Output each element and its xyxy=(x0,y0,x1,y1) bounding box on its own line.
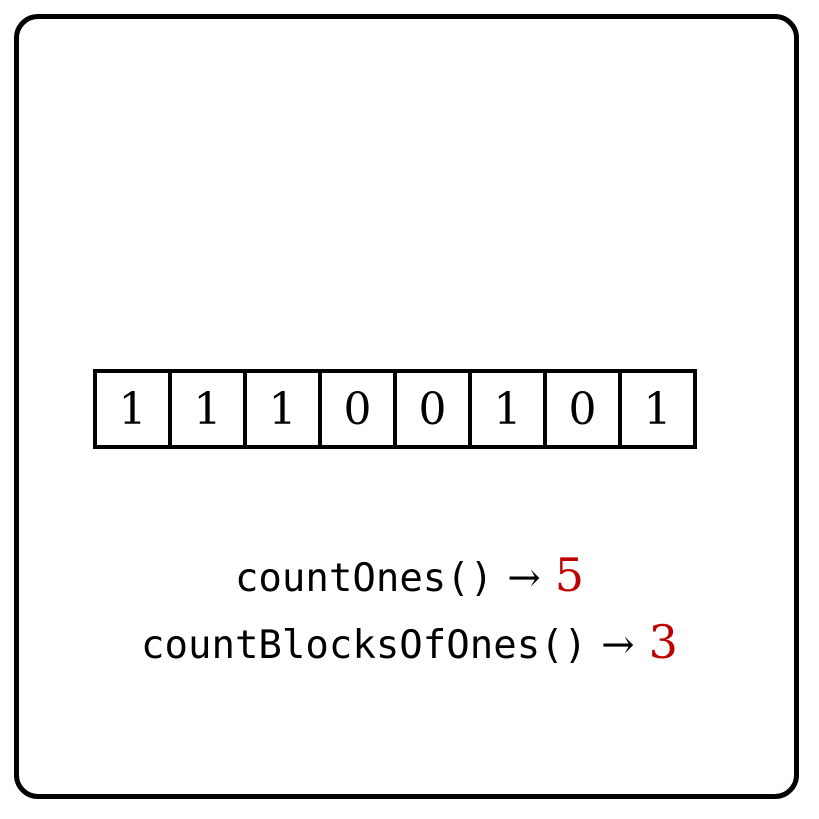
bit-cell: 1 xyxy=(468,369,547,449)
count-blocks-line: countBlocksOfOnes() → 3 xyxy=(0,615,819,669)
right-arrow-icon: → xyxy=(507,555,541,601)
bit-array: 1 1 1 0 0 1 0 1 xyxy=(93,369,697,449)
count-ones-result: 5 xyxy=(554,548,585,602)
count-blocks-call: countBlocksOfOnes() xyxy=(141,623,588,668)
diagram-frame xyxy=(14,14,799,799)
bit-cell: 0 xyxy=(543,369,622,449)
count-ones-call: countOnes() xyxy=(234,556,494,601)
bit-cell: 1 xyxy=(93,369,172,449)
bit-cell: 1 xyxy=(243,369,322,449)
count-ones-line: countOnes() → 5 xyxy=(0,548,819,602)
bit-cell: 0 xyxy=(393,369,472,449)
bit-cell: 1 xyxy=(168,369,247,449)
bit-cell: 0 xyxy=(318,369,397,449)
bit-cell: 1 xyxy=(618,369,697,449)
count-blocks-result: 3 xyxy=(648,615,678,669)
right-arrow-icon: → xyxy=(601,622,635,668)
